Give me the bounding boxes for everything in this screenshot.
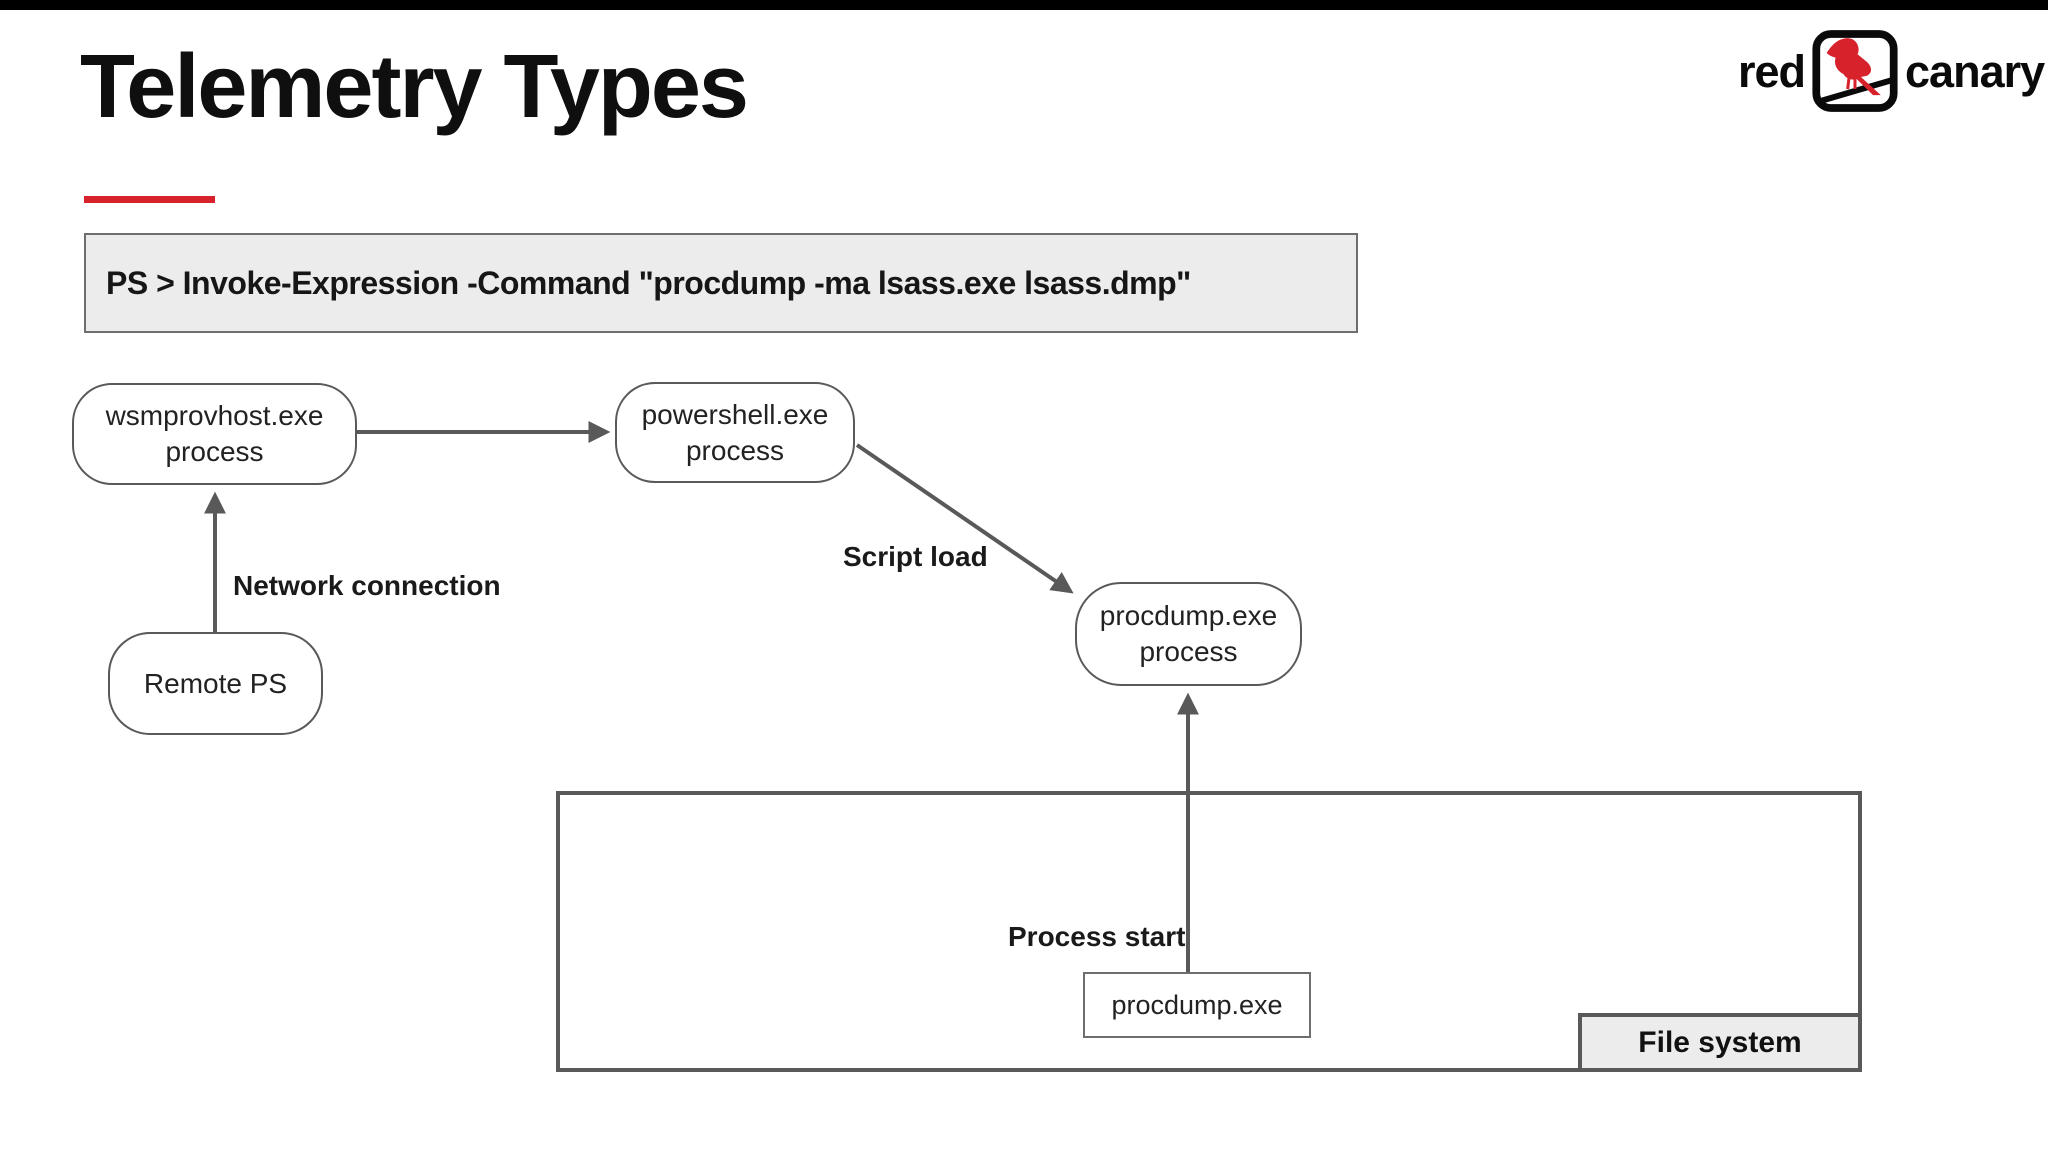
- powershell-command-text: PS > Invoke-Expression -Command "procdum…: [106, 264, 1191, 301]
- node-powershell-process: powershell.exe process: [615, 382, 855, 483]
- node-label-line: powershell.exe: [641, 398, 829, 430]
- red-canary-logo: red canary: [1738, 28, 2045, 114]
- node-label-line: procdump.exe: [1099, 600, 1278, 632]
- file-system-container: [556, 791, 1862, 1072]
- node-procdump-process: procdump.exe process: [1075, 582, 1302, 686]
- node-label-line: Remote PS: [143, 667, 288, 699]
- procdump-file-label: procdump.exe: [1111, 989, 1283, 1020]
- powershell-command-box: PS > Invoke-Expression -Command "procdum…: [84, 233, 1358, 333]
- node-label-line: process: [685, 434, 785, 466]
- node-label-line: wsmprovhost.exe: [105, 400, 324, 432]
- edge-label-network-connection: Network connection: [233, 570, 501, 601]
- title-accent-rule: [84, 196, 215, 203]
- procdump-file-box: procdump.exe: [1083, 972, 1311, 1038]
- logo-wordmark-canary: canary: [1905, 45, 2045, 97]
- file-system-label-box: File system: [1578, 1013, 1862, 1072]
- edge-label-process-start: Process start: [1008, 921, 1186, 952]
- logo-wordmark-red: red: [1738, 45, 1806, 97]
- edge-label-script-load: Script load: [843, 541, 988, 572]
- node-remote-ps: Remote PS: [108, 632, 323, 735]
- node-label-line: process: [1139, 636, 1238, 667]
- page-title: Telemetry Types: [80, 37, 749, 137]
- edge-powershell-to-procdump: [855, 443, 1074, 594]
- canary-bird-icon: [1812, 30, 1898, 112]
- node-wsmprovhost-process: wsmprovhost.exe process: [72, 383, 357, 485]
- letterbox-top-bar: [0, 0, 2048, 10]
- node-label-line: process: [165, 436, 264, 467]
- file-system-label: File system: [1638, 1025, 1802, 1059]
